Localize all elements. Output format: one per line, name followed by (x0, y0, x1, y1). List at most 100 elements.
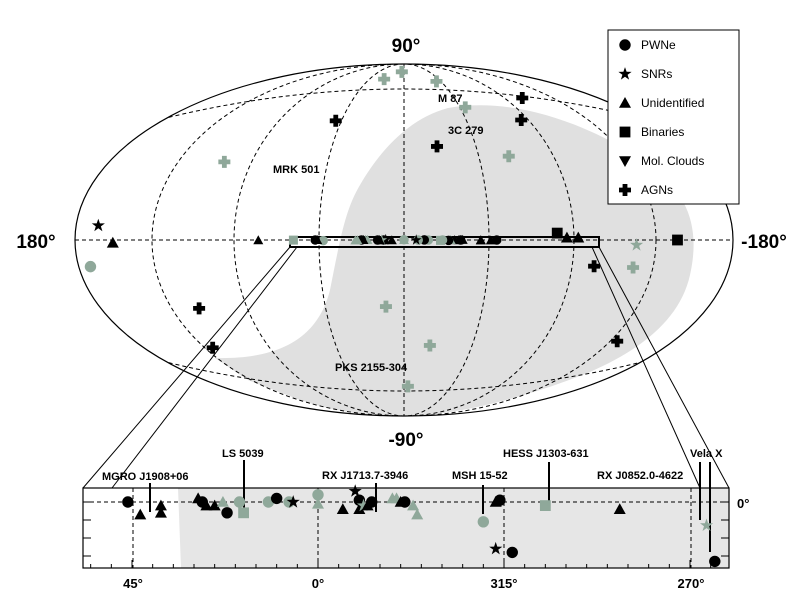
inset-ticks (83, 501, 729, 568)
inset-marker-circle-39 (709, 555, 721, 568)
inset-marker-circle-10 (233, 496, 246, 508)
map-marker-cross-7 (431, 140, 444, 153)
map-marker-cross-22 (379, 300, 392, 313)
legend-marker-triangle-up (619, 97, 631, 108)
annotation-velax: Vela X (690, 448, 723, 460)
legend-label-star: SNRs (641, 67, 672, 81)
plane-cluster-markers (253, 233, 502, 246)
inset-xtick-270: 270° (678, 576, 705, 591)
inset-marker-circle-16 (312, 489, 324, 501)
zoom-connector-left (82, 246, 291, 489)
annotation-rxj1713: RX J1713.7-3946 (322, 470, 408, 482)
inset-marker-circle-33 (494, 494, 506, 506)
annotation-mrk501: MRK 501 (273, 164, 319, 176)
inset-coverage-region (178, 488, 729, 568)
inset-marker-triangle-up-8 (216, 496, 229, 507)
legend-marker-triangle-down (619, 156, 631, 167)
map-marker-cross-23 (423, 339, 436, 352)
map-marker-circle-20 (84, 260, 97, 273)
legend-label-triangle-up: Unidentified (641, 96, 704, 110)
inset-xtick-315: 315° (491, 576, 518, 591)
annotation-m87: M 87 (438, 93, 462, 105)
plane-marker-square-11 (436, 235, 446, 245)
zoom-connector-right-2 (591, 246, 701, 489)
plane-marker-circle-24 (372, 235, 383, 245)
map-boundary (74, 63, 734, 417)
inset-marker-triangle-up-1 (134, 508, 147, 520)
inset-marker-star-34 (489, 541, 503, 555)
axis-label-north: 90° (392, 36, 421, 57)
map-marker-star-12 (630, 238, 644, 251)
map-marker-square-11 (672, 234, 683, 246)
inset-ytick-0: 0° (737, 496, 749, 511)
annotation-3c279: 3C 279 (448, 125, 483, 137)
annotation-mgro: MGRO J1908+06 (102, 471, 189, 483)
inset-marker-circle-0 (122, 496, 134, 508)
inset-marker-circle-9 (221, 507, 233, 519)
annotation-msh1552: MSH 15-52 (452, 470, 508, 482)
legend-label-triangle-down: Mol. Clouds (641, 154, 704, 168)
map-marker-cross-4 (515, 114, 528, 127)
map-marker-cross-9 (218, 155, 231, 168)
inset-marker-triangle-up-37 (613, 503, 626, 514)
annotation-ls5039: LS 5039 (222, 448, 264, 460)
zoom-connector-right (598, 246, 730, 489)
inset-marker-circle-13 (270, 492, 283, 505)
map-marker-cross-3 (516, 92, 529, 105)
inset-marker-star-22 (356, 498, 370, 512)
inset-marker-triangle-up-21 (353, 503, 366, 514)
inset-marker-triangle-up-6 (200, 499, 213, 511)
inset-marker-triangle-up-7 (208, 499, 221, 511)
map-marker-triangle-up-19 (106, 236, 119, 248)
inset-marker-circle-31 (477, 516, 490, 528)
legend-label-circle: PWNe (641, 38, 676, 52)
plane-marker-square-36 (288, 235, 298, 245)
map-marker-cross-24 (611, 335, 624, 348)
map-marker-cross-2 (378, 73, 391, 86)
plane-marker-triangle-up-17 (399, 235, 409, 245)
inset-marker-triangle-up-3 (154, 506, 167, 518)
annotation-rxj0852: RX J0852.0-4622 (597, 470, 683, 482)
inset-xtick-0: 0° (312, 576, 324, 591)
inset-marker-circle-35 (506, 546, 518, 559)
map-marker-cross-14 (588, 260, 601, 273)
inset-marker-triangle-up-29 (407, 499, 420, 511)
inset-annotation-pointers (149, 460, 711, 552)
aitoff-map (74, 63, 734, 417)
map-marker-cross-21 (193, 302, 206, 315)
inset-marker-triangle-up-18 (336, 503, 349, 514)
map-marker-square-17 (551, 227, 563, 239)
plane-marker-triangle-up-37 (253, 235, 264, 245)
map-marker-star-18 (91, 218, 105, 232)
inset-markers (122, 484, 721, 568)
legend-marker-circle (619, 39, 631, 51)
plane-marker-triangle-up-3 (475, 235, 486, 245)
map-marker-cross-5 (459, 101, 472, 114)
legend-marker-cross (619, 184, 631, 196)
legend-label-square: Binaries (641, 125, 684, 139)
plane-marker-triangle-up-1 (485, 235, 496, 245)
inset-marker-circle-24 (366, 496, 378, 508)
inset-marker-star-19 (348, 484, 362, 497)
inset-frame (82, 487, 730, 569)
legend-box (607, 29, 740, 205)
inset-marker-square-11 (238, 507, 249, 519)
plane-marker-star-15 (410, 234, 422, 245)
map-marker-cross-0 (430, 75, 443, 88)
inset-marker-star-38 (700, 518, 714, 531)
inset-marker-triangle-up-17 (312, 497, 324, 509)
axis-label-south: -90° (388, 430, 423, 451)
plane-inset: 45° 0° 315° 270° 0° MGRO J1908+06 LS 503… (82, 448, 749, 591)
inset-marker-triangle-up-2 (154, 499, 167, 511)
legend-marker-star (618, 67, 632, 80)
plane-marker-circle-33 (310, 235, 320, 245)
plane-marker-triangle-up-30 (350, 235, 361, 245)
inset-marker-square-36 (539, 500, 551, 511)
map-marker-cross-1 (395, 65, 408, 78)
plane-marker-triangle-up-18 (386, 235, 397, 245)
map-marker-cross-26 (401, 380, 414, 393)
zoom-connector-left-2 (111, 246, 298, 489)
map-marker-cross-25 (206, 341, 219, 354)
annotation-hess1303: HESS J1303-631 (503, 448, 589, 460)
